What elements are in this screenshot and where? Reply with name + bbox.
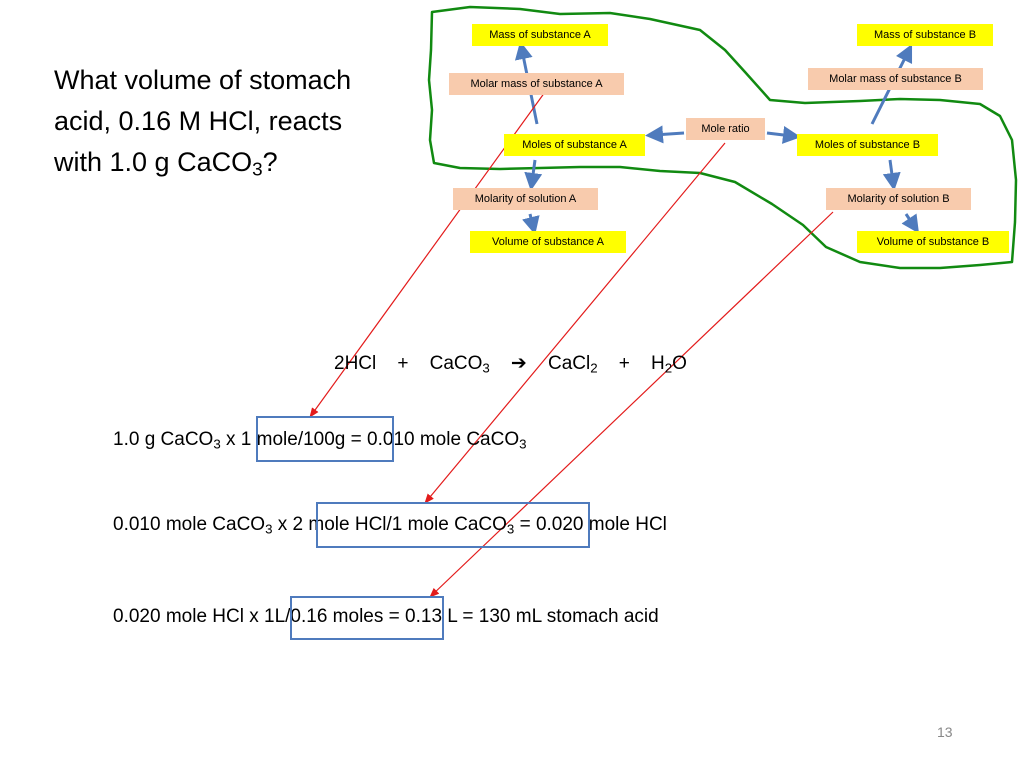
step-1-factor: 1 mole/100g: [240, 429, 346, 450]
box-volume-b: Volume of substance B: [857, 231, 1009, 253]
question-line-3-sub: 3: [252, 159, 263, 181]
eq-product-2-end: O: [672, 353, 687, 374]
eq-product-2: H: [650, 353, 665, 374]
step-2-result: = 0.020 mole HCl: [514, 514, 667, 535]
step-2-factor-sub: 3: [506, 521, 515, 537]
highlight-box-molarity: [290, 596, 444, 640]
step-3-factor: 1L/0.16 moles: [264, 606, 384, 627]
step-1: 1.0 g CaCO3 x 1 mole/100g = 0.010 mole C…: [113, 429, 527, 451]
box-mass-b: Mass of substance B: [857, 24, 993, 46]
step-1-result: = 0.010 mole CaCO: [345, 429, 520, 450]
box-moles-b: Moles of substance B: [797, 134, 938, 156]
arrow-ratio-to-moles-a: [645, 125, 685, 144]
arrow-molarity-to-volume-b: [901, 213, 919, 234]
arrow-moles-to-molarity-a: [524, 159, 543, 191]
box-mass-a: Mass of substance A: [472, 24, 608, 46]
box-mole-ratio: Mole ratio: [686, 118, 765, 140]
box-volume-a: Volume of substance A: [470, 231, 626, 253]
eq-product-2-sub: 2: [664, 360, 673, 376]
step-3-result: = 0.13 L = 130 mL stomach acid: [383, 606, 659, 627]
highlight-box-mole-ratio: [316, 502, 590, 548]
eq-product-1-sub: 2: [590, 360, 598, 376]
eq-reactant-2-sub: 3: [482, 360, 490, 376]
box-molarity-b: Molarity of solution B: [826, 188, 971, 210]
eq-plus-1: +: [397, 353, 409, 374]
reaction-arrow-icon: ➔: [510, 353, 527, 374]
eq-plus-2: +: [618, 353, 630, 374]
step-3-start: 0.020 mole HCl x: [113, 606, 265, 627]
box-molar-mass-a: Molar mass of substance A: [449, 73, 624, 95]
arrow-moles-to-molarity-b: [882, 159, 901, 191]
page-number: 13: [937, 724, 953, 740]
step-1-times: x: [220, 429, 241, 450]
chemical-equation: 2HCl + CaCO3 ➔ CaCl2 + H2O: [334, 352, 687, 375]
question-line-1: What volume of stomach: [54, 65, 352, 95]
highlight-box-molar-mass: [256, 416, 394, 462]
question-line-3-text: with 1.0 g CaCO: [54, 147, 253, 177]
question-line-3: with 1.0 g CaCO3?: [54, 142, 424, 183]
step-2-factor: 2 mole HCl/1 mole CaCO: [292, 514, 507, 535]
box-molarity-a: Molarity of solution A: [453, 188, 598, 210]
eq-reactant-1: 2HCl: [334, 353, 377, 374]
question-line-2: acid, 0.16 M HCl, reacts: [54, 106, 343, 136]
eq-product-1: CaCl: [547, 353, 591, 374]
arrow-ratio-to-moles-b: [766, 125, 801, 144]
step-1-result-sub: 3: [519, 436, 527, 452]
step-1-start-sub: 3: [213, 436, 221, 452]
step-2-start-sub: 3: [265, 521, 273, 537]
step-2: 0.010 mole CaCO3 x 2 mole HCl/1 mole CaC…: [113, 514, 667, 536]
step-2-times: x: [272, 514, 293, 535]
eq-reactant-2: CaCO: [429, 353, 483, 374]
question-text: What volume of stomach acid, 0.16 M HCl,…: [54, 60, 424, 183]
box-molar-mass-b: Molar mass of substance B: [808, 68, 983, 90]
arrow-molarity-to-volume-a: [522, 213, 540, 235]
step-1-start: 1.0 g CaCO: [113, 429, 214, 450]
box-moles-a: Moles of substance A: [504, 134, 645, 156]
step-2-start: 0.010 mole CaCO: [113, 514, 266, 535]
step-3: 0.020 mole HCl x 1L/0.16 moles = 0.13 L …: [113, 606, 659, 628]
question-line-3-end: ?: [262, 147, 278, 177]
